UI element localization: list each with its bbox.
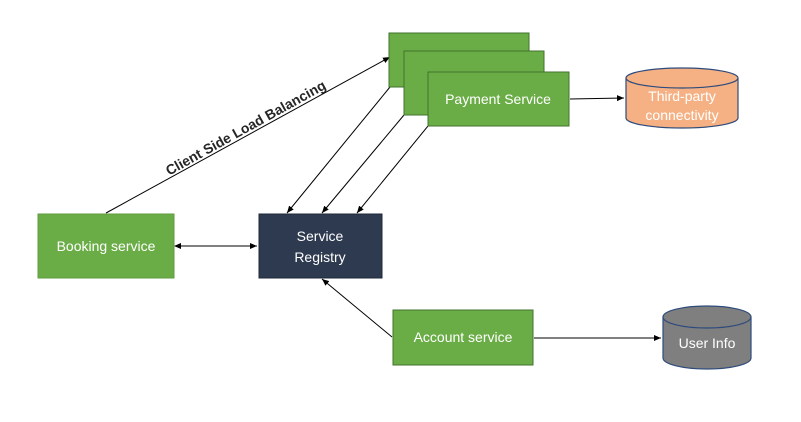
user-info-db[interactable]: User Info: [662, 305, 752, 370]
service-registry-label-line1: Service: [297, 228, 344, 244]
load-balancing-label: Client Side Load Balancing: [163, 77, 329, 178]
account-to-registry-arrow: [321, 278, 393, 338]
booking-service-node[interactable]: Booking service: [37, 213, 175, 279]
third-party-db[interactable]: Third-party connectivity: [625, 67, 739, 129]
account-service-label: Account service: [414, 329, 513, 345]
third-party-label-line1: Third-party: [648, 88, 716, 104]
load-balancing-arrow: [105, 56, 391, 214]
payment-1-to-registry-arrow: [286, 86, 391, 214]
payment-3-to-registry-arrow: [356, 125, 429, 214]
connectors: [105, 56, 661, 341]
third-party-label-line2: connectivity: [645, 107, 718, 123]
payment-service-instance-3[interactable]: [427, 71, 570, 127]
user-info-label: User Info: [679, 335, 736, 351]
payment-to-third-party-arrow: [569, 95, 625, 102]
payment-2-to-registry-arrow: [321, 114, 405, 214]
payment-service-label: Payment Service: [445, 91, 551, 107]
payment-service-stack: Payment Service: [388, 32, 570, 127]
service-registry-node[interactable]: Service Registry: [258, 213, 383, 279]
service-registry-label-line2: Registry: [294, 249, 345, 265]
account-service-node[interactable]: Account service: [392, 309, 534, 366]
booking-service-label: Booking service: [57, 238, 156, 254]
